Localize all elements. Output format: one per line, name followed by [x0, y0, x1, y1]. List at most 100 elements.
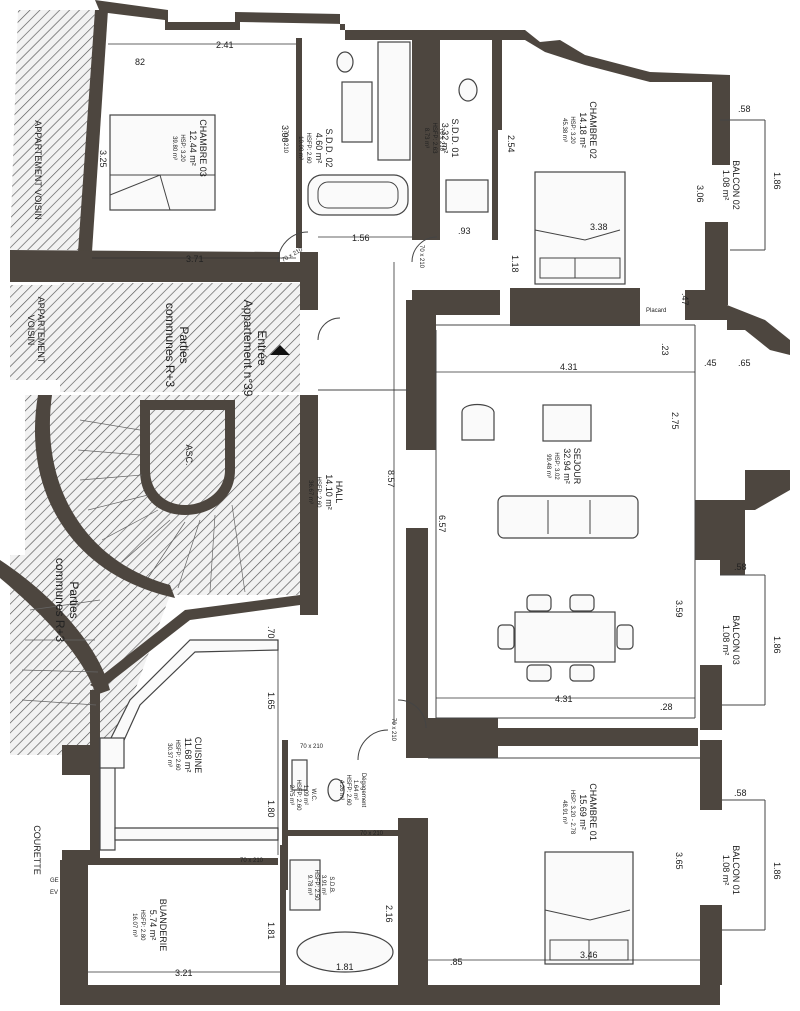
- sdd01-area: 3.32 m²: [440, 123, 450, 154]
- dim-180: 1.80: [266, 800, 276, 818]
- degagement-name: Dégagement: [360, 773, 366, 808]
- chambre03-volume: 39.80 m³: [171, 136, 177, 160]
- stair-steps: [21, 419, 246, 706]
- bed-chambre01: [544, 851, 634, 965]
- wc-area: 1.09 m²: [302, 785, 308, 805]
- bed-chambre02: [534, 171, 626, 285]
- balcon02-name: BALCON 02: [731, 160, 741, 210]
- chambre02-name: CHAMBRE 02: [588, 101, 598, 159]
- toilet-sdd02: [336, 51, 354, 73]
- sofa: [497, 495, 639, 539]
- parties1-line1: Parties: [177, 326, 191, 363]
- entree-line2: Appartement n°39: [241, 300, 255, 397]
- wall-sdd01-right: [492, 40, 502, 130]
- dim-306: 3.06: [695, 185, 705, 203]
- degagement-volume: 4.26 m³: [338, 780, 344, 800]
- degagement-area: 1.64 m²: [352, 780, 358, 800]
- wall-sdd01-right-lower: [492, 130, 498, 240]
- door-size-6: 70 x 210: [390, 718, 396, 742]
- wall-buanderie-top: [88, 858, 278, 865]
- balcon02-area: 1.08 m²: [721, 170, 731, 201]
- dim-371: 3.71: [186, 254, 204, 264]
- buanderie-hsp: HSFP: 2.80: [139, 909, 145, 941]
- wall-chambre01-right-lower: [700, 905, 722, 985]
- courette-label: COURETTE: [32, 825, 42, 875]
- wall-stair-core: [300, 395, 318, 615]
- door-size-4: 70 x 210: [418, 245, 424, 269]
- wall-cuisine-left: [62, 690, 100, 860]
- wc-hsp: HSFP: 2.60: [295, 779, 301, 811]
- sejour-name: SEJOUR: [572, 448, 582, 485]
- wall-stair-curve: [34, 395, 175, 598]
- wall-placard: [510, 288, 640, 326]
- vanity-sdd02: [341, 81, 373, 143]
- dim-186b: 1.86: [772, 636, 782, 654]
- balcon01-name: BALCON 01: [731, 845, 741, 895]
- wall-elevator: [140, 400, 235, 515]
- dim-47: .47: [680, 293, 690, 306]
- sdd01-hsp: HSFP: 2.63: [431, 122, 437, 154]
- sdd02-volume: 10.00 m³: [297, 136, 303, 160]
- balcon01-area: 1.08 m²: [721, 855, 731, 886]
- dim-23: .23: [660, 343, 670, 356]
- dim-325: 3.25: [98, 150, 108, 168]
- wall-bottom: [60, 985, 720, 1005]
- placard-label: Placard: [646, 308, 666, 314]
- dim-58a: .58: [738, 104, 751, 114]
- door-cuisine: [357, 729, 389, 761]
- voisin1-label: APPARTEMENT VOISIN: [33, 120, 43, 220]
- wall-wc-bottom: [282, 830, 398, 836]
- dim-58c: .58: [734, 788, 747, 798]
- sdb-volume: 9.78 m³: [306, 875, 312, 895]
- door-size-2: 70 x 210: [438, 128, 444, 152]
- hall-volume: 36.67 m³: [307, 480, 313, 504]
- shower-sdd02: [377, 41, 411, 161]
- door-entry: [317, 317, 341, 341]
- wall-sejour-left-upper: [406, 300, 436, 450]
- desk: [542, 404, 592, 442]
- dim-431a: 4.31: [560, 362, 578, 372]
- wall-bay-top: [685, 290, 727, 320]
- wall-top: [95, 0, 730, 100]
- dim-85: .85: [450, 957, 463, 967]
- dim-118: 1.18: [510, 255, 520, 273]
- wall-right-chambre02-lower: [705, 222, 728, 305]
- sejour-volume: 99.48 m³: [545, 454, 551, 478]
- armchair: [461, 403, 495, 441]
- hall-area: 14.10 m²: [324, 474, 334, 510]
- chambre02-volume: 45.38 m³: [561, 118, 567, 142]
- wall-horizontal-upper: [10, 250, 310, 282]
- dim-857: 8.57: [386, 470, 396, 488]
- dim-657: 6.57: [437, 515, 447, 533]
- dim-186c: 1.86: [772, 862, 782, 880]
- wall-cuisine-top: [90, 595, 300, 690]
- chambre01-volume: 48.91 m³: [561, 800, 567, 824]
- wall-stair-outer-curve: [0, 560, 110, 695]
- dim-45: .45: [704, 358, 717, 368]
- door-size-5: 70 x 210: [300, 744, 324, 750]
- wall-sejour-right: [695, 500, 745, 575]
- dim-300: 3.00: [280, 125, 290, 143]
- dim-346: 3.46: [580, 950, 598, 960]
- wall-courette-pillar: [62, 745, 92, 775]
- door-size-8: 70 x 210: [240, 858, 264, 864]
- dim-338: 3.38: [590, 222, 608, 232]
- sejour-hsp: HSP: 3.02: [553, 452, 559, 480]
- wall-bay-window-lower: [745, 470, 790, 510]
- chambre01-name: CHAMBRE 01: [588, 783, 598, 841]
- dim-275: 2.75: [670, 412, 680, 430]
- buanderie-name: BUANDERIE: [158, 899, 168, 952]
- cuisine-area: 11.68 m²: [183, 738, 193, 773]
- dim-365: 3.65: [674, 852, 684, 870]
- dim-28: .28: [660, 702, 673, 712]
- door-chambre03: [277, 231, 309, 263]
- kitchen-counter-bottom: [114, 827, 279, 841]
- dim-254: 2.54: [506, 135, 516, 153]
- hatched-common-area: [60, 283, 300, 392]
- door-size-7: 70 x 210: [360, 831, 384, 837]
- chambre03-area: 12.44 m²: [188, 130, 198, 166]
- door-chambre01: [397, 699, 427, 729]
- cuisine-volume: 30.37 m³: [166, 743, 172, 767]
- ge-label: GE: [50, 878, 59, 884]
- chambre01-area: 15.69 m²: [578, 794, 588, 830]
